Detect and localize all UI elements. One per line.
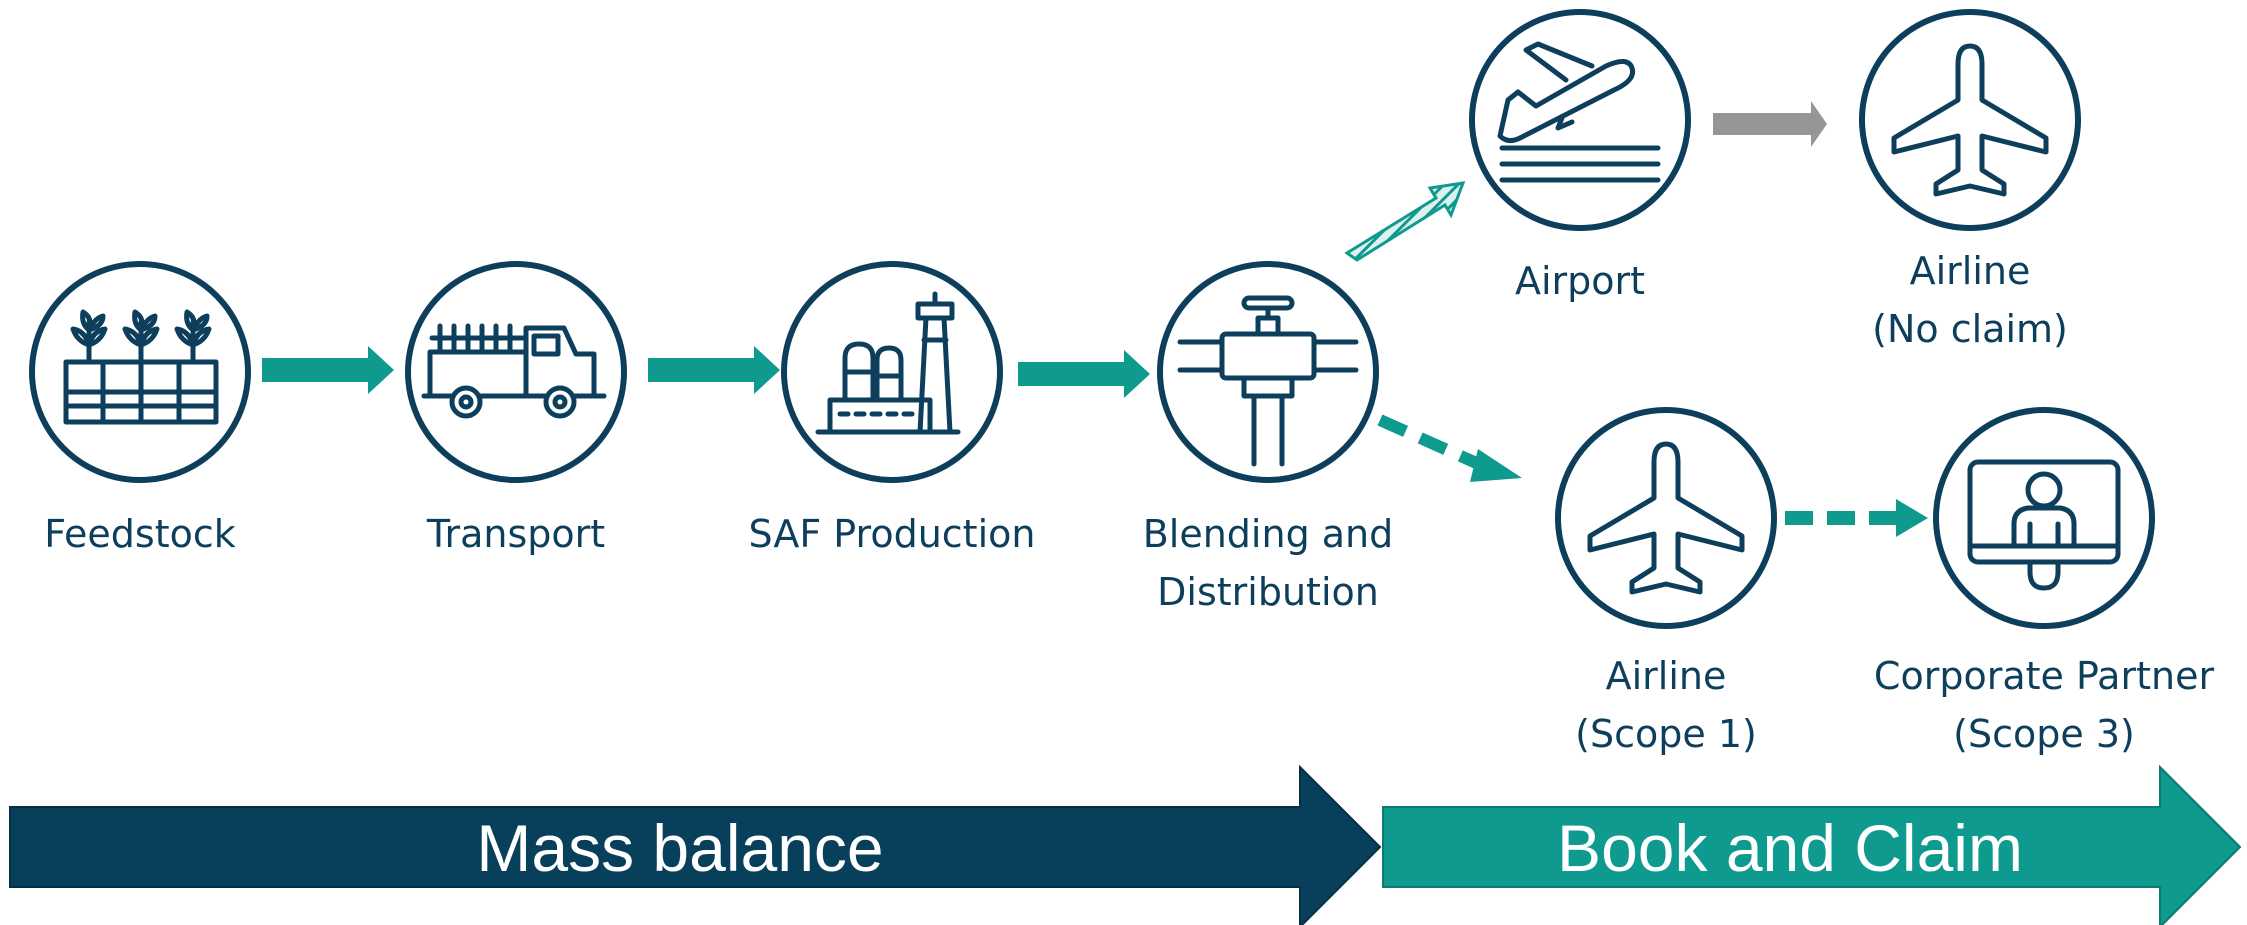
book-and-claim-band — [1382, 764, 2242, 925]
corporate-partner-label-line2: (Scope 3) — [1953, 712, 2135, 756]
plants-in-planter-icon — [63, 309, 219, 425]
airplane-icon — [1891, 43, 2049, 197]
pipe-valve-icon — [1177, 295, 1359, 467]
airline-no-claim-label-line2: (No claim) — [1872, 307, 2068, 351]
airline-scope1-node — [1555, 407, 1777, 629]
transport-node — [405, 261, 627, 483]
plane-takeoff-icon — [1497, 41, 1661, 183]
arrow-airline-scope1-to-corporate — [1785, 499, 1928, 537]
arrow-transport-to-saf — [648, 346, 780, 394]
blending-label-line1: Blending and — [1142, 512, 1394, 556]
refinery-icon — [815, 291, 961, 435]
feedstock-node — [29, 261, 251, 483]
arrow-saf-to-blending — [1018, 350, 1150, 398]
book-and-claim-label: Book and Claim — [1557, 811, 2023, 885]
corporate-partner-label-line1: Corporate Partner — [1873, 654, 2215, 698]
person-at-monitor-icon — [1967, 459, 2121, 591]
airline-no-claim-node — [1859, 9, 2081, 231]
airport-node — [1469, 9, 1691, 231]
arrow-airport-to-airline-no-claim — [1713, 101, 1827, 147]
arrow-blending-to-airline-scope1 — [1377, 414, 1522, 482]
arrow-feedstock-to-transport — [262, 346, 394, 394]
airport-label: Airport — [1514, 259, 1646, 303]
blending-label-line2: Distribution — [1157, 570, 1379, 614]
corporate-partner-node — [1933, 407, 2155, 629]
airline-scope1-label-line2: (Scope 1) — [1575, 712, 1757, 756]
saf-production-node — [781, 261, 1003, 483]
mass-balance-label: Mass balance — [476, 811, 884, 885]
feedstock-label: Feedstock — [44, 512, 236, 556]
airline-no-claim-label-line1: Airline — [1909, 249, 2031, 293]
saf-production-label: SAF Production — [748, 512, 1036, 556]
truck-icon — [421, 323, 607, 419]
blending-node — [1157, 261, 1379, 483]
transport-label: Transport — [426, 512, 606, 556]
airplane-icon — [1587, 441, 1745, 595]
airline-scope1-label-line1: Airline — [1605, 654, 1727, 698]
mass-balance-band — [9, 764, 1382, 925]
arrow-blending-to-airport — [1344, 181, 1466, 262]
